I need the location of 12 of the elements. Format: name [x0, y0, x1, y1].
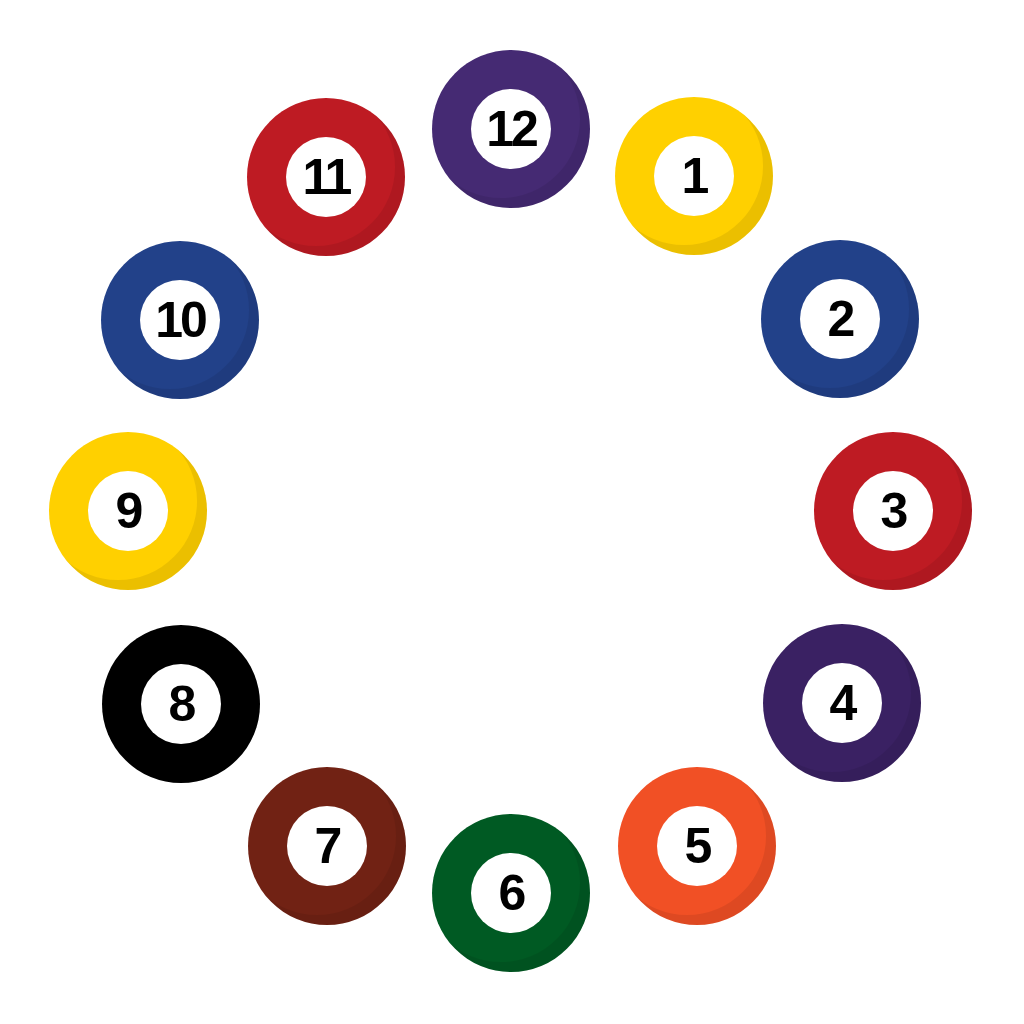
ball-number: 3 [853, 471, 933, 551]
ball-number: 12 [471, 89, 551, 169]
ball-number: 4 [802, 663, 882, 743]
ball-number: 8 [141, 664, 221, 744]
ball-number: 1 [654, 136, 734, 216]
ball-number: 7 [287, 806, 367, 886]
ball-number: 10 [140, 280, 220, 360]
ball-number: 6 [471, 853, 551, 933]
ball-number: 9 [88, 471, 168, 551]
ball-number: 11 [286, 137, 366, 217]
ball-number: 5 [657, 806, 737, 886]
ball-number: 2 [800, 279, 880, 359]
